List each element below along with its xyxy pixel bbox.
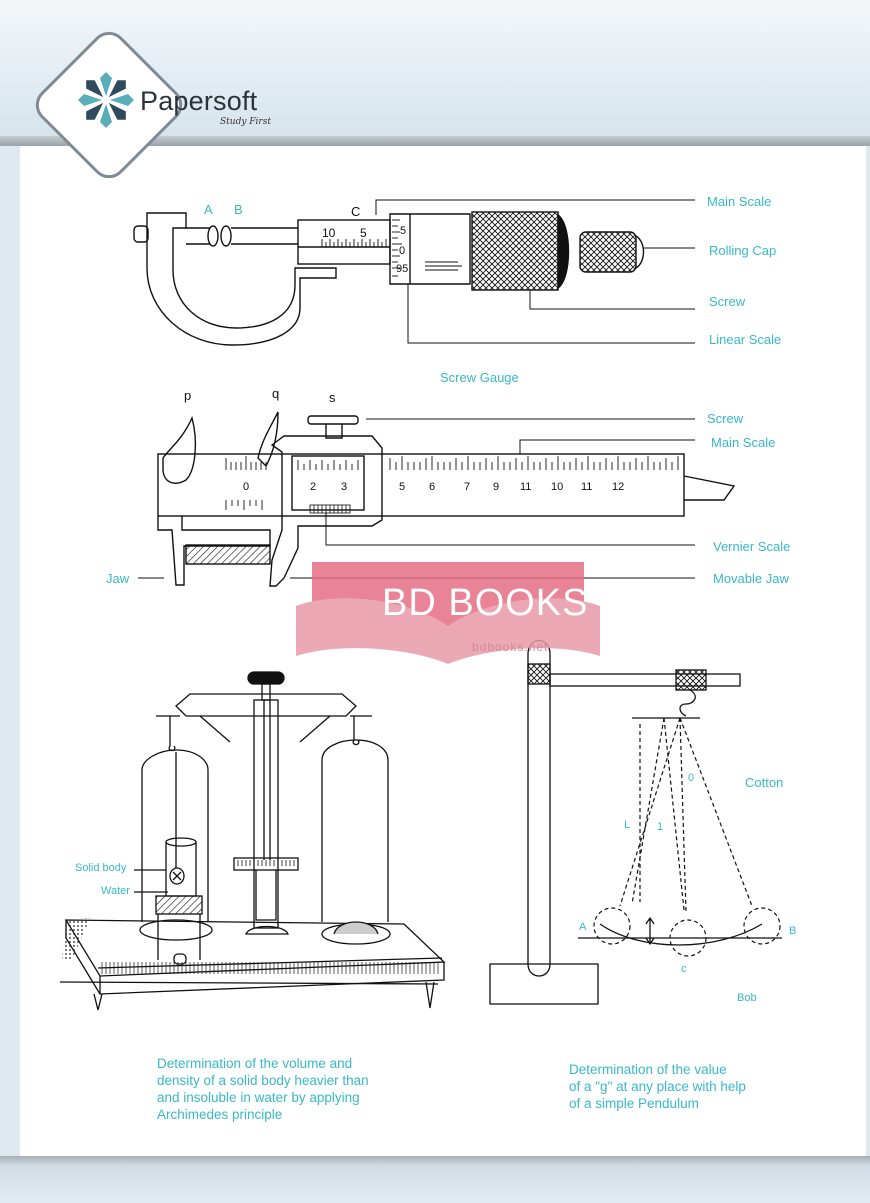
balance-caption-line-2: density of a solid body heavier than: [157, 1073, 369, 1088]
label-a: A: [204, 202, 213, 217]
label-movable-jaw: Movable Jaw: [713, 571, 789, 586]
label-zero: 0: [688, 772, 695, 784]
pendulum-caption-line-2: of a "g" at any place with help: [569, 1079, 746, 1094]
label-b: B: [234, 202, 243, 217]
main-num-5: 5: [399, 481, 406, 493]
pendulum-drawing: [489, 639, 782, 1005]
label-solid-body: Solid body: [75, 862, 127, 874]
pendulum-caption-line-3: of a simple Pendulum: [569, 1096, 699, 1111]
label-vernier-screw: Screw: [707, 411, 744, 426]
pendulum-caption-line-1: Determination of the value: [569, 1062, 727, 1077]
balance-caption-line-4: Archimedes principle: [157, 1107, 283, 1122]
label-point-a: A: [579, 921, 587, 933]
thimble-95: 95: [396, 263, 409, 275]
label-q: q: [272, 386, 280, 401]
watermark-url: bdbooks.net: [472, 640, 549, 654]
label-jaw: Jaw: [106, 571, 130, 586]
main-num-0: 0: [243, 481, 250, 493]
vernier-scale-strip: [309, 504, 351, 514]
main-num-9: 9: [493, 481, 500, 493]
main-num-10: 10: [551, 481, 564, 493]
balance-spirit-level: [62, 918, 90, 960]
vernier-main-ticks: [225, 456, 679, 510]
label-one: 1: [657, 821, 664, 833]
main-num-6: 6: [429, 481, 436, 493]
label-water: Water: [101, 885, 130, 897]
label-c: C: [351, 204, 361, 219]
label-cotton: Cotton: [745, 775, 784, 790]
thimble-5: 5: [400, 225, 407, 237]
sleeve-5: 5: [360, 226, 367, 240]
label-point-b: B: [789, 925, 797, 937]
pendulum-strings: [593, 717, 781, 957]
vernier-caliper-drawing: [157, 411, 736, 587]
balance-base-ticks: [100, 962, 440, 974]
screw-gauge-title: Screw Gauge: [440, 370, 519, 385]
balance-caption: Determination of the volume and density …: [157, 1055, 369, 1123]
label-p: p: [184, 388, 192, 403]
main-num-11a: 11: [520, 481, 532, 493]
screw-gauge-drawing: [133, 211, 645, 346]
label-s: s: [329, 390, 336, 405]
sleeve-10: 10: [322, 226, 336, 240]
footer-band: [0, 1156, 870, 1203]
balance-scale-strip: [236, 860, 296, 866]
watermark-logo: [296, 562, 600, 664]
vernier-num-2: 2: [310, 481, 317, 493]
balance-caption-line-3: and insoluble in water by applying: [157, 1090, 360, 1105]
balance-drawing: [59, 671, 446, 1011]
label-bob: Bob: [737, 992, 757, 1004]
main-num-11b: 11: [581, 481, 593, 493]
logo-flower-icon: [78, 72, 134, 128]
label-rolling-cap: Rolling Cap: [709, 243, 777, 258]
main-num-7: 7: [464, 481, 471, 493]
label-linear-scale: Linear Scale: [709, 332, 782, 347]
main-num-12: 12: [612, 481, 625, 493]
label-l: L: [624, 819, 631, 831]
screw-gauge-leaders: [375, 199, 695, 344]
header-divider: [0, 136, 870, 146]
pendulum-caption: Determination of the value of a "g" at a…: [569, 1061, 746, 1112]
label-main-scale-gauge: Main Scale: [707, 194, 772, 209]
balance-caption-line-1: Determination of the volume and: [157, 1056, 353, 1071]
screw-gauge-ticks: [321, 219, 462, 277]
label-point-c: c: [681, 963, 687, 975]
brand-name: Papersoft: [140, 86, 258, 116]
label-vernier-main-scale: Main Scale: [711, 435, 776, 450]
label-screw-gauge-screw: Screw: [709, 294, 746, 309]
label-vernier-scale: Vernier Scale: [713, 539, 791, 554]
thimble-0: 0: [399, 245, 406, 257]
brand-tagline: Study First: [220, 117, 271, 127]
watermark-text: BD BOOKS: [382, 582, 589, 624]
vernier-num-3: 3: [341, 481, 348, 493]
